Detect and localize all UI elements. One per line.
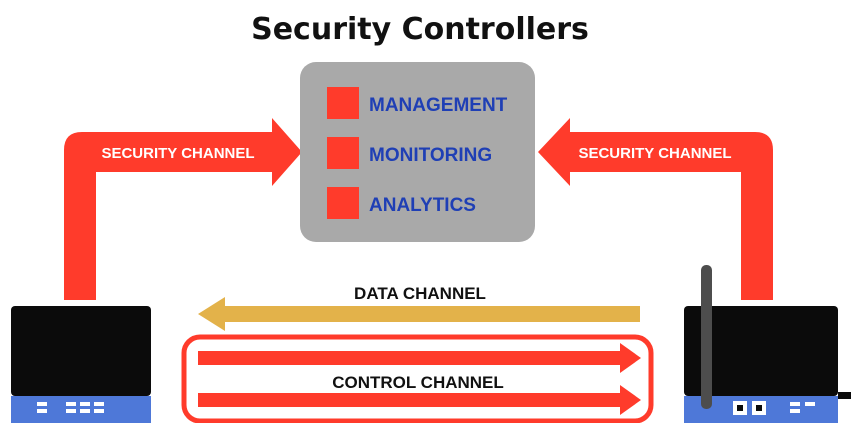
security-channel-right-arrow: SECURITY CHANNEL — [538, 118, 773, 300]
wireless-router-icon — [684, 265, 851, 423]
security-channel-left-label: SECURITY CHANNEL — [101, 145, 254, 162]
router-cable — [838, 392, 851, 399]
network-switch-icon — [11, 306, 151, 423]
control-channel-upper-arrow — [198, 343, 641, 373]
management-item-label: MANAGEMENT — [369, 95, 508, 116]
control-channel-label: CONTROL CHANNEL — [332, 373, 504, 392]
monitoring-item-label: MONITORING — [369, 145, 492, 166]
control-channel-lower-arrow — [198, 385, 641, 415]
monitoring-square-icon — [327, 137, 359, 169]
security-channel-left-arrow: SECURITY CHANNEL — [64, 118, 302, 300]
controller-panel: MANAGEMENT MONITORING ANALYTICS — [300, 62, 535, 242]
management-square-icon — [327, 87, 359, 119]
security-channel-left-shape — [64, 118, 302, 300]
security-channel-right-label: SECURITY CHANNEL — [578, 145, 731, 162]
router-leds — [790, 402, 815, 413]
data-channel-arrow: DATA CHANNEL — [198, 284, 640, 331]
switch-body — [11, 306, 151, 396]
data-channel-shape — [198, 297, 640, 331]
data-channel-label: DATA CHANNEL — [354, 284, 486, 303]
diagram-title: Security Controllers — [251, 12, 589, 47]
analytics-item-label: ANALYTICS — [369, 195, 476, 216]
router-antenna — [701, 265, 712, 409]
switch-port-leds — [37, 402, 104, 413]
analytics-square-icon — [327, 187, 359, 219]
router-body — [684, 306, 838, 396]
router-ports — [733, 401, 766, 415]
security-channel-right-shape — [538, 118, 773, 300]
control-channel: CONTROL CHANNEL — [181, 334, 654, 423]
